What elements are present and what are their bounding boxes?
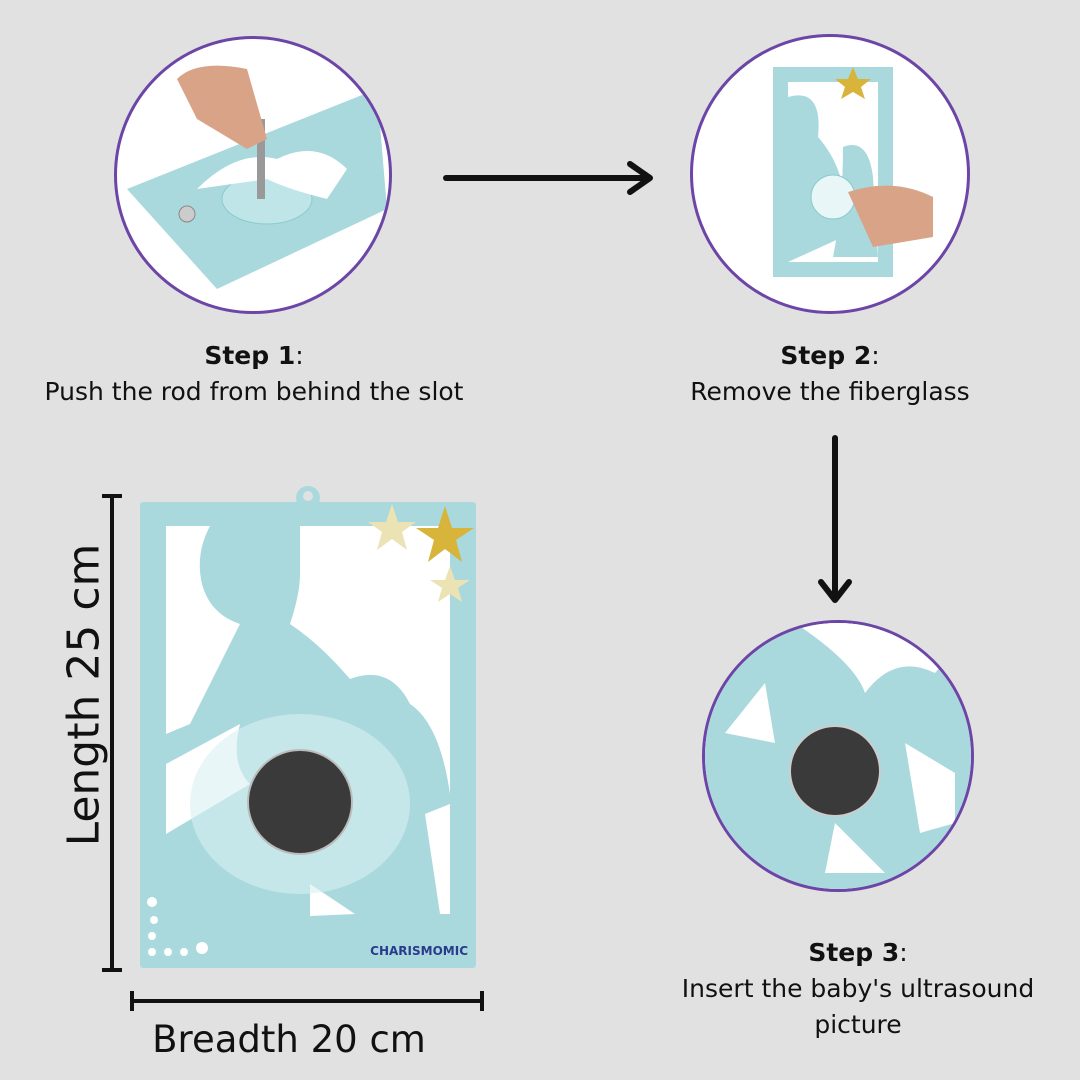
breadth-dimension-line <box>130 991 484 1011</box>
arrow-right-icon <box>443 161 653 195</box>
step-3-caption: Step 3: Insert the baby's ultrasound pic… <box>660 935 1056 1043</box>
step-2-image <box>690 34 970 314</box>
step-1-image <box>114 36 392 314</box>
step-2-description: Remove the fiberglass <box>690 377 970 406</box>
breadth-label: Breadth 20 cm <box>152 1018 426 1061</box>
product-frame-image: CHARISMOMIC <box>140 484 476 968</box>
step-1-description: Push the rod from behind the slot <box>44 377 464 406</box>
step-2-caption: Step 2: Remove the fiberglass <box>640 338 1020 410</box>
step-3-image <box>702 620 974 892</box>
length-dimension-line <box>102 494 122 972</box>
step-3-title: Step 3 <box>808 938 900 967</box>
arrow-down-icon <box>818 435 852 603</box>
step-2-title: Step 2 <box>780 341 872 370</box>
length-label: Length 25 cm <box>58 543 110 847</box>
step-3-description: Insert the baby's ultrasound picture <box>681 974 1035 1039</box>
brand-logo: CHARISMOMIC <box>370 944 468 958</box>
step-1-caption: Step 1: Push the rod from behind the slo… <box>0 338 508 410</box>
step-1-title: Step 1 <box>204 341 296 370</box>
